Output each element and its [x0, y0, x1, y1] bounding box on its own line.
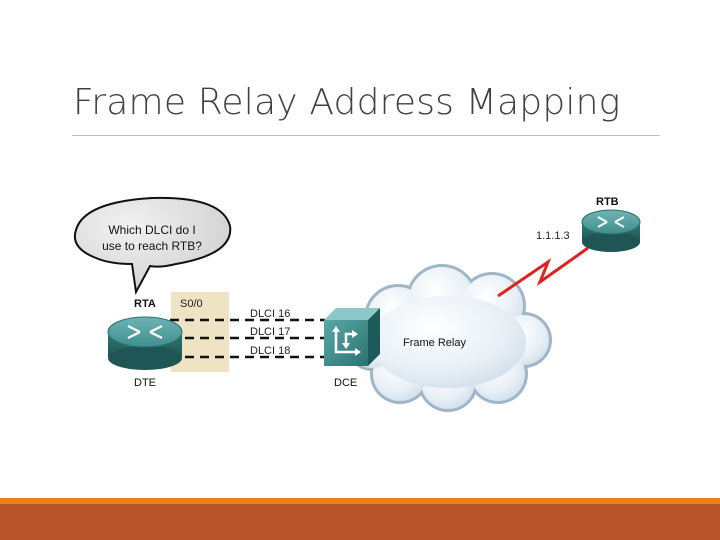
cloud-label: Frame Relay: [403, 337, 466, 349]
footer-bar: [0, 504, 720, 540]
title-divider: [72, 135, 660, 136]
dce-label: DCE: [334, 377, 357, 389]
interface-label: S0/0: [180, 298, 203, 310]
dlci-18-label: DLCI 18: [250, 345, 290, 357]
dlci-17-label: DLCI 17: [250, 326, 290, 338]
dce-switch-icon: [324, 308, 380, 366]
speech-bubble: Which DLCI do I use to reach RTB?: [74, 196, 232, 296]
rta-label: RTA: [134, 298, 156, 310]
dlci-links: [170, 318, 330, 359]
frame-relay-cloud: [346, 264, 552, 412]
slide-title: Frame Relay Address Mapping: [73, 82, 621, 123]
footer-accent-bar: [0, 498, 720, 504]
dlci-16-label: DLCI 16: [250, 308, 290, 320]
router-rta-icon: [107, 316, 183, 370]
speech-bubble-line-2: use to reach RTB?: [102, 239, 202, 253]
rtb-label: RTB: [596, 196, 619, 208]
rtb-address-label: 1.1.1.3: [536, 230, 570, 242]
speech-bubble-line-1: Which DLCI do I: [108, 223, 195, 237]
router-rtb-icon: [581, 209, 641, 252]
serial-link-lightning: [497, 246, 589, 298]
dte-label: DTE: [134, 377, 156, 389]
